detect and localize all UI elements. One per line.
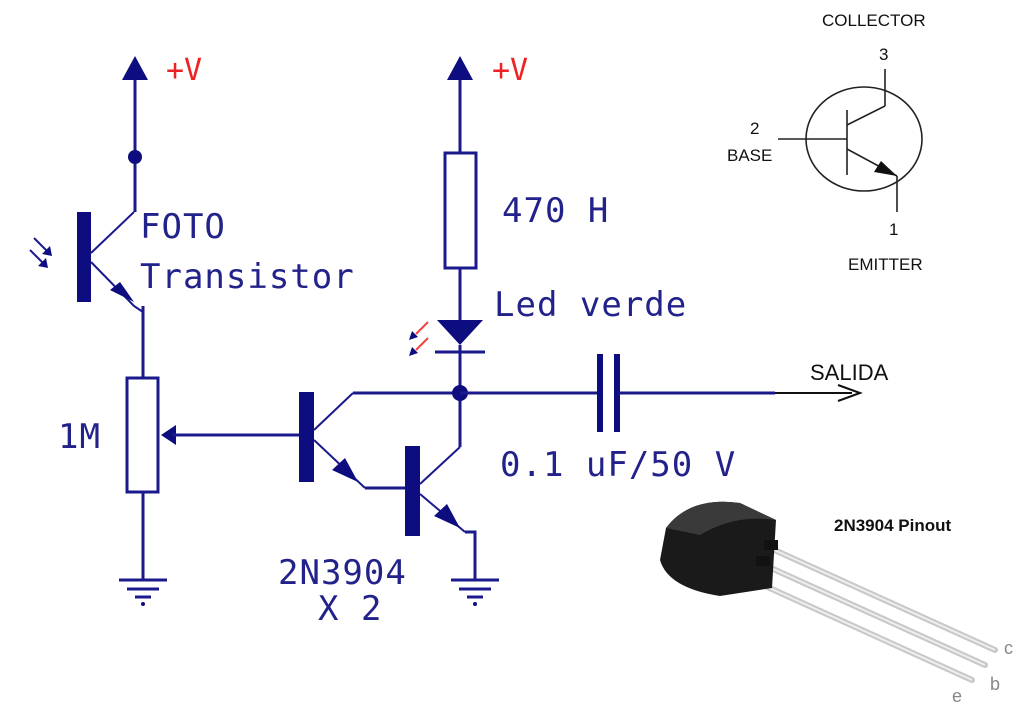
pin-c-label: c [1004,638,1013,658]
emitter-pin-number: 1 [889,220,898,239]
pin-e-label: e [952,686,962,706]
q2-base-bar [405,446,420,536]
emitter-label: EMITTER [848,255,923,274]
emitter-arrow-icon [110,282,134,302]
capacitor-label: 0.1 uF/50 V [500,445,736,485]
pot-label: 1M [58,417,101,457]
phototransistor-label-1: FOTO [140,207,226,247]
phototransistor-label-2: Transistor [140,257,355,297]
led-rays-icon [409,321,429,356]
pot-body [125,376,160,494]
wire-q2-to-ground [465,530,477,580]
junction-dot [128,150,142,164]
resistor-470: 470 H [443,151,609,320]
pinout-title: 2N3904 Pinout [834,516,951,535]
emitter-arrow-icon [874,161,897,176]
supply-label-left: +V [166,53,202,88]
q1-emitter-arrow-icon [332,458,358,482]
supply-arrow-icon [447,56,473,80]
output-arrow-icon [837,384,863,402]
supply-arrow-icon [122,56,148,80]
output: SALIDA [775,360,889,402]
supply-label-right: +V [492,53,528,88]
to92-package: 2N3904 Pinout c b e [660,501,1013,706]
q2-emitter-arrow-icon [434,504,460,528]
transistor-label: 2N3904 [278,553,407,593]
q1-base-bar [299,392,314,482]
base-pin-number: 2 [750,119,759,138]
phototransistor-base-bar [77,212,91,302]
wire-bend [133,305,144,313]
npn-symbol: COLLECTOR 3 2 BASE 1 EMITTER [727,11,926,274]
collector-lead [846,105,886,126]
potentiometer: 1M [58,376,302,606]
transistor-leads [749,545,998,683]
phototransistor-collector [90,211,135,254]
base-label: BASE [727,146,772,165]
transistor-q1 [299,391,460,490]
phototransistor: FOTO Transistor [29,207,355,378]
resistor-body [443,151,478,270]
transistor-qty-label: X 2 [318,589,382,629]
resistor-label: 470 H [502,191,609,231]
q2-collector [419,446,461,485]
capacitor: 0.1 uF/50 V [460,354,775,485]
led-triangle [437,320,483,345]
led-label: Led verde [494,285,687,325]
collector-label: COLLECTOR [822,11,926,30]
phototransistor-emitter [90,261,135,307]
right-supply: +V [447,53,528,153]
ground-icon [119,578,167,606]
led: Led verde [409,285,687,393]
output-label: SALIDA [810,360,889,385]
pin-b-label: b [990,674,1000,694]
left-supply: +V [122,53,202,212]
transistor-q2: 2N3904 X 2 [278,393,499,629]
q1-collector [313,392,354,431]
transistor-body [660,501,778,596]
collector-pin-number: 3 [879,45,888,64]
wiper-arrow-icon [161,425,176,445]
light-rays-icon [29,237,52,268]
ground-icon [451,578,499,606]
